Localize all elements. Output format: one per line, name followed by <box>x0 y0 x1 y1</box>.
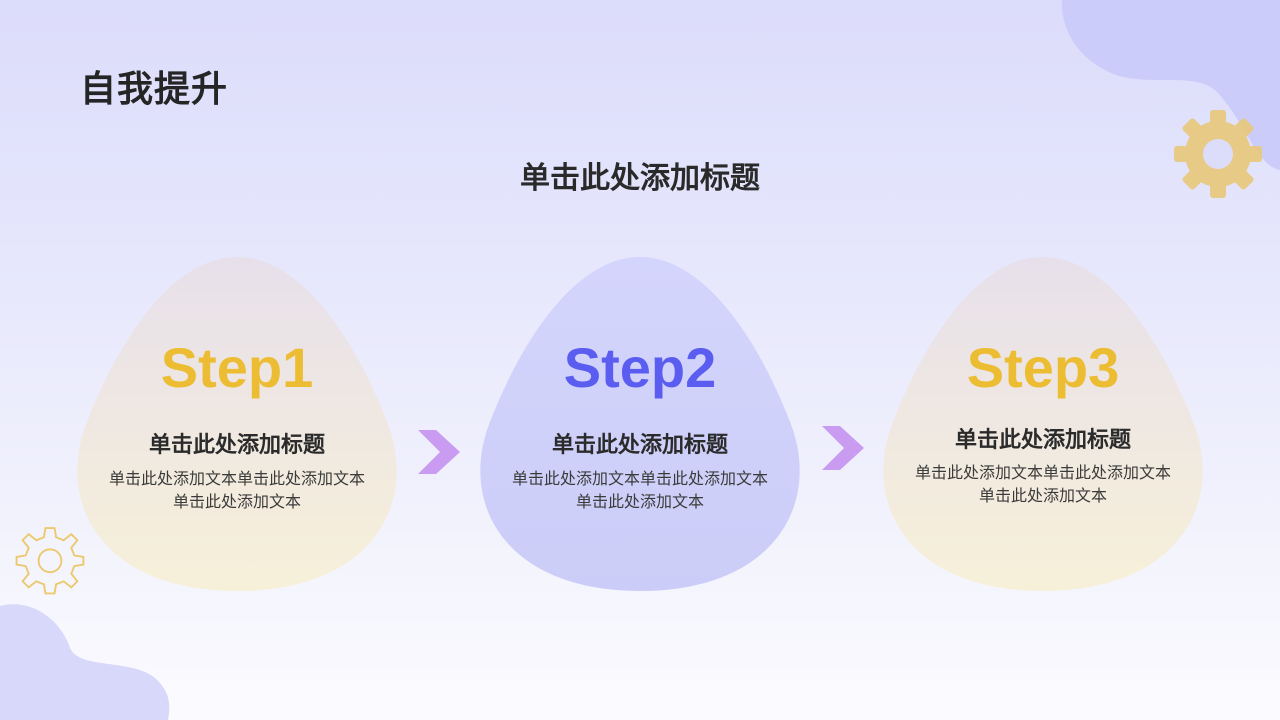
step-1-body: 单击此处添加文本单击此处添加文本 单击此处添加文本 <box>69 467 405 513</box>
step-card-3-blob <box>883 257 1203 591</box>
chevron-right-icon <box>822 426 864 470</box>
step-card-1-blob <box>77 257 397 591</box>
section-title: 单击此处添加标题 <box>520 161 760 196</box>
step-2-body: 单击此处添加文本单击此处添加文本 单击此处添加文本 <box>472 467 808 513</box>
step-2-body-line2: 单击此处添加文本 <box>575 492 704 511</box>
step-3-body: 单击此处添加文本单击此处添加文本 单击此处添加文本 <box>875 461 1211 507</box>
step-2-label: Step2 <box>563 336 717 399</box>
step-card-3: Step3 单击此处添加标题 单击此处添加文本单击此处添加文本 单击此处添加文本 <box>875 257 1211 591</box>
step-card-2: Step2 单击此处添加标题 单击此处添加文本单击此处添加文本 单击此处添加文本 <box>472 257 808 591</box>
chevron-right-icon <box>418 430 460 474</box>
step-card-1: Step1 单击此处添加标题 单击此处添加文本单击此处添加文本 单击此处添加文本 <box>69 257 405 591</box>
step-1-label: Step1 <box>160 336 314 399</box>
top-right-blob <box>1061 0 1280 170</box>
gear-outline-icon <box>15 527 85 595</box>
step-3-body-line2: 单击此处添加文本 <box>978 486 1107 505</box>
step-1-title: 单击此处添加标题 <box>148 433 325 458</box>
step-2-title: 单击此处添加标题 <box>551 433 728 458</box>
step-card-2-blob <box>480 257 800 591</box>
page-title: 自我提升 <box>80 69 229 110</box>
bottom-left-blob <box>0 604 170 720</box>
gear-icon <box>1174 110 1262 198</box>
step-1-body-line1: 单击此处添加文本单击此处添加文本 <box>108 469 365 488</box>
step-3-label: Step3 <box>966 336 1120 399</box>
step-1-body-line2: 单击此处添加文本 <box>172 492 301 511</box>
step-2-body-line1: 单击此处添加文本单击此处添加文本 <box>511 469 768 488</box>
step-3-title: 单击此处添加标题 <box>954 428 1131 453</box>
step-3-body-line1: 单击此处添加文本单击此处添加文本 <box>914 463 1171 482</box>
